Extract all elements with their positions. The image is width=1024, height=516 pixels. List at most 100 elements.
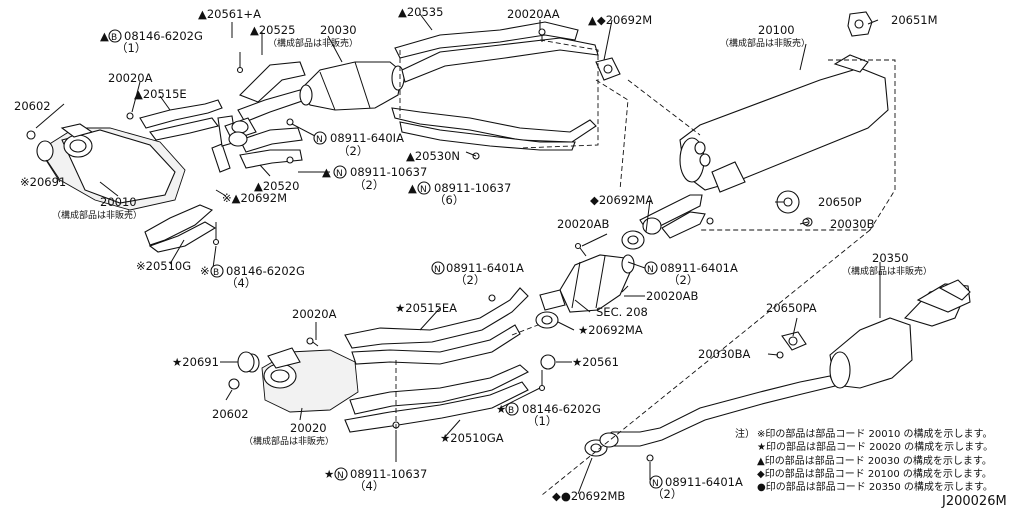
label-20692MA-top: ◆20692MA — [590, 193, 653, 207]
circle-n-letter: N — [647, 265, 654, 275]
label-bolt-left-prefix: ※ — [200, 264, 210, 278]
heat-shield-20515E — [139, 99, 223, 141]
label-nut-640IA: 08911-640IA — [330, 131, 404, 145]
circle-n-icon — [417, 181, 431, 195]
label-20561A: ▲20561+A — [198, 7, 261, 21]
label-nut-10637-a: 08911-10637 — [350, 165, 427, 179]
label-bolt-low: 08146-6202G — [522, 402, 601, 416]
label-20602-top: 20602 — [14, 99, 51, 113]
note-text: ★印の部品は部品コード 20020 の構成を示します。 — [757, 442, 994, 454]
label-20602-low: 20602 — [212, 407, 249, 421]
label-20020AA: 20020AA — [507, 7, 560, 21]
label-nut-10637-c-qty: （4） — [354, 479, 384, 493]
circle-n-icon — [644, 261, 658, 275]
label-20561: ★20561 — [572, 355, 619, 369]
label-20020: 20020 — [290, 421, 327, 435]
label-nut-6401A-mid: 08911-6401A — [446, 261, 524, 275]
label-20100: 20100 — [758, 23, 795, 37]
circle-b-letter: B — [508, 406, 514, 416]
heat-shield-20510G — [144, 204, 217, 253]
circle-n-icon — [649, 475, 663, 489]
note-label: 注） — [735, 429, 755, 440]
label-20020AB-mid: 20020AB — [646, 289, 698, 303]
note-row: ★印の部品は部品コード 20020 の構成を示します。 — [735, 441, 1024, 454]
label-20692MA-low: ★20692MA — [578, 323, 643, 337]
label-20010: 20010 — [100, 195, 137, 209]
circle-b-icon — [210, 264, 224, 278]
label-20535: ▲20535 — [398, 5, 443, 19]
label-20030BA: 20030BA — [698, 347, 750, 361]
catalytic-converter-20030 — [299, 37, 599, 111]
note-row: ▲印の部品は部品コード 20030 の構成を示します。 — [735, 455, 1024, 468]
circle-n-icon — [313, 131, 327, 145]
rear-muffler-20350 — [829, 279, 971, 389]
front-manifold-catalyst-upper — [26, 123, 186, 211]
note-text: ●印の部品は部品コード 20350 の構成を示します。 — [757, 482, 993, 494]
hanger-20650PA — [781, 331, 807, 351]
label-20651M: 20651M — [891, 13, 938, 27]
note-row: ◆印の部品は部品コード 20100 の構成を示します。 — [735, 468, 1024, 481]
label-nut-6401A-low-qty: （2） — [652, 487, 682, 501]
leader-lines — [35, 13, 896, 496]
label-bolt-top-prefix: ▲ — [100, 29, 109, 43]
gasket-20692M — [595, 57, 621, 81]
circle-b-letter: B — [111, 33, 117, 43]
label-20525: ▲20525 — [250, 23, 295, 37]
label-20350-note: （構成部品は非販売） — [842, 265, 932, 277]
gasket-20692MA-low — [535, 311, 559, 329]
label-sec-208: SEC. 208 — [596, 305, 648, 319]
label-20100-note: （構成部品は非販売） — [720, 37, 810, 49]
circle-n-icon — [334, 467, 348, 481]
label-20010-note: （構成部品は非販売） — [52, 209, 142, 221]
circle-n-letter: N — [336, 169, 343, 179]
catalyst-20020-lower — [228, 347, 359, 413]
circle-n-letter: N — [420, 185, 427, 195]
label-nut-10637-b-prefix: ▲ — [408, 181, 417, 195]
note-text: ▲印の部品は部品コード 20030 の構成を示します。 — [757, 455, 992, 467]
heat-shield-20515EA — [344, 287, 529, 365]
label-bolt-low-prefix: ★ — [496, 402, 506, 416]
label-20020-note: （構成部品は非販売） — [244, 435, 334, 447]
label-nut-6401A-right: 08911-6401A — [660, 261, 738, 275]
catalytic-converter-mid — [539, 254, 635, 313]
label-20692M-left: ※▲20692M — [222, 191, 287, 205]
note-row: 注）※印の部品は部品コード 20010 の構成を示します。 — [735, 428, 1024, 441]
gasket-20691-low — [237, 351, 255, 373]
circle-b-letter: B — [213, 268, 219, 278]
circle-n-letter: N — [652, 479, 659, 489]
label-20020A-low: 20020A — [292, 307, 337, 321]
label-nut-10637-b: 08911-10637 — [434, 181, 511, 195]
circle-n-letter: N — [434, 265, 441, 275]
label-20350: 20350 — [872, 251, 909, 265]
heat-shield-20530N — [391, 107, 597, 151]
label-20515EA: ★20515EA — [395, 301, 457, 315]
label-20692M-top: ▲◆20692M — [588, 13, 652, 27]
bolts — [126, 28, 810, 462]
label-nut-640IA-qty: （2） — [338, 144, 368, 158]
label-20510GA: ★20510GA — [440, 431, 504, 445]
label-nut-10637-a-prefix: ▲ — [322, 165, 331, 179]
part-labels: ▲20561+A ▲ B 08146-6202G （1） ▲20525 2003… — [14, 5, 938, 503]
label-nut-10637-b-qty: （6） — [434, 193, 464, 207]
label-bolt-low-qty: （1） — [527, 414, 557, 428]
main-muffler-20100 — [679, 54, 889, 193]
hanger-20651M — [847, 11, 873, 37]
label-nut-6401A-low: 08911-6401A — [665, 475, 743, 489]
legend-notes: 注）※印の部品は部品コード 20010 の構成を示します。 ★印の部品は部品コー… — [735, 428, 1024, 494]
heat-shield-20510GA — [344, 364, 529, 433]
label-20020A-top: 20020A — [108, 71, 153, 85]
circle-b-icon — [108, 29, 122, 43]
diagram-code: J200026M — [942, 494, 1007, 509]
label-20650PA: 20650PA — [766, 301, 817, 315]
note-text: ※印の部品は部品コード 20010 の構成を示します。 — [757, 429, 993, 440]
heat-shield-20535 — [394, 21, 579, 59]
circle-b-icon — [505, 402, 519, 416]
gasket-20692MB — [584, 432, 619, 457]
circle-n-icon — [333, 165, 347, 179]
label-20515E: ▲20515E — [134, 87, 187, 101]
label-bolt-left-qty: （4） — [226, 276, 256, 290]
label-20030: 20030 — [320, 23, 357, 37]
label-20691-low: ★20691 — [172, 355, 219, 369]
label-nut-10637-c-prefix: ★ — [324, 467, 334, 481]
